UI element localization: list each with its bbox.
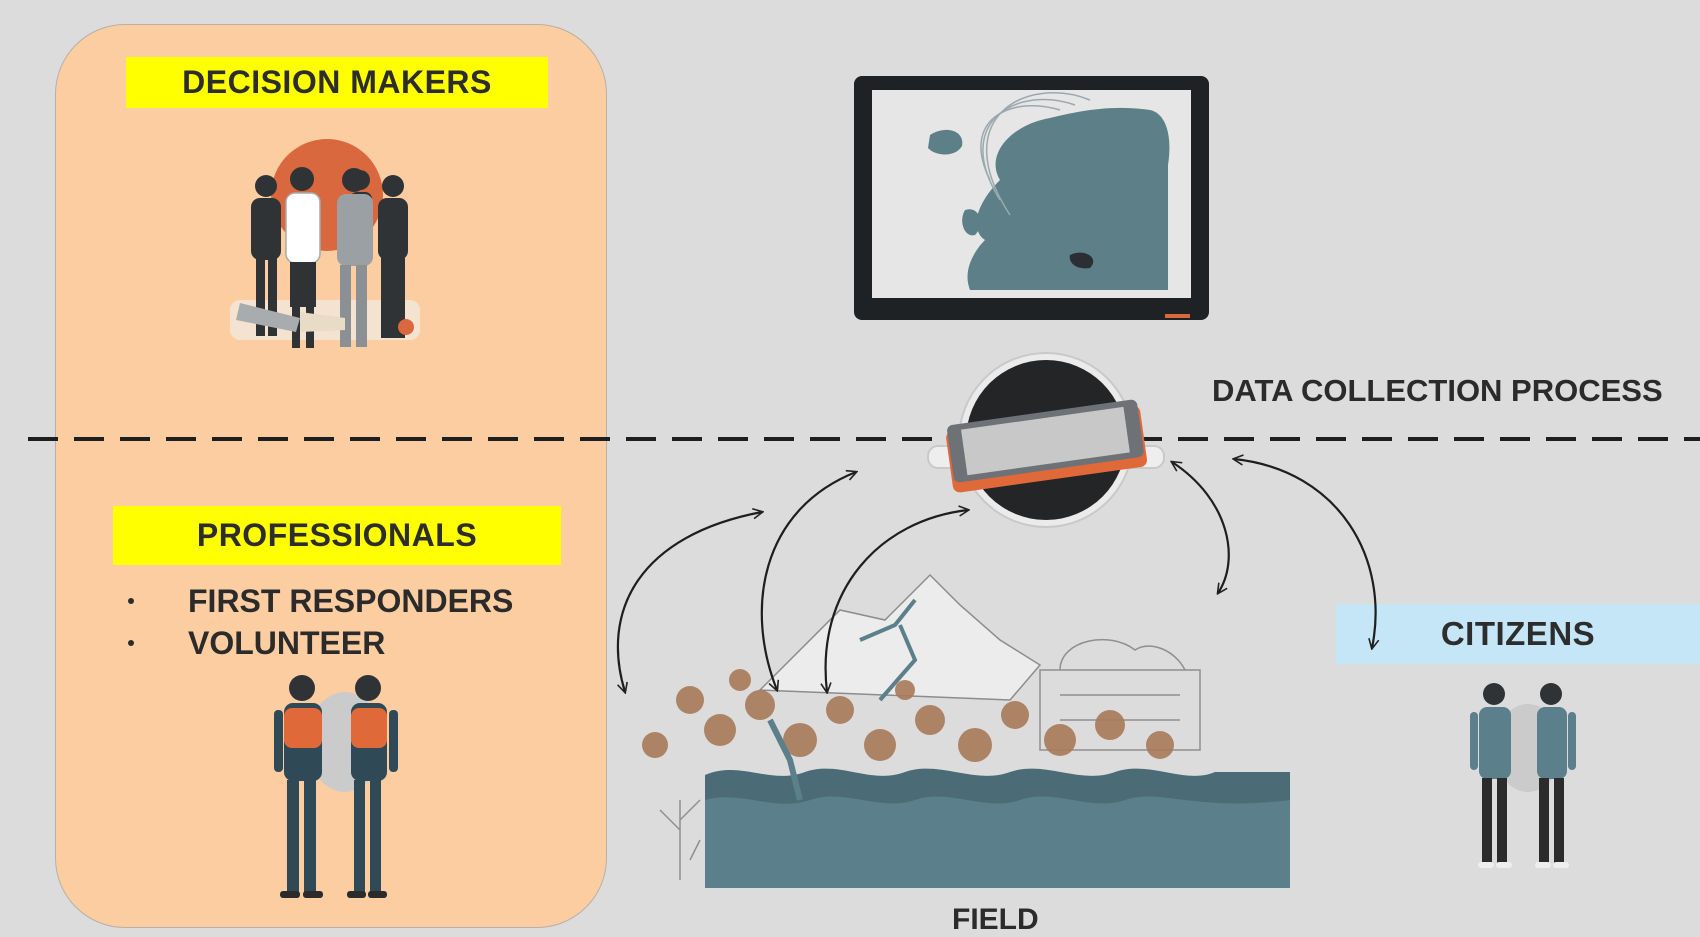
decision-makers-label: DECISION MAKERS xyxy=(126,57,548,108)
bullet-icon xyxy=(128,598,134,604)
europe-map-monitor-icon xyxy=(854,76,1209,320)
data-collection-label: DATA COLLECTION PROCESS xyxy=(1212,373,1663,408)
tablet-icon xyxy=(927,352,1165,528)
citizens-label: CITIZENS xyxy=(1336,604,1700,664)
list-item: VOLUNTEER xyxy=(128,622,513,664)
decision-makers-group-icon xyxy=(230,139,420,348)
professionals-label: PROFESSIONALS xyxy=(113,506,561,565)
professionals-list: FIRST RESPONDERS VOLUNTEER xyxy=(128,580,513,664)
arrow-field-to-tablet-3 xyxy=(826,510,968,692)
professionals-pair-icon xyxy=(274,675,398,898)
citizens-pair-icon xyxy=(1470,683,1576,868)
field-landscape-icon xyxy=(642,573,1290,888)
field-label: FIELD xyxy=(952,903,1039,936)
arrow-tablet-to-citizens xyxy=(1234,459,1376,648)
list-item: FIRST RESPONDERS xyxy=(128,580,513,622)
arrow-field-to-tablet-2 xyxy=(760,472,856,690)
list-item-label: FIRST RESPONDERS xyxy=(188,582,514,619)
list-item-label: VOLUNTEER xyxy=(188,624,386,661)
arrow-field-to-tablet-1 xyxy=(616,512,762,692)
arrow-tablet-to-field xyxy=(1172,462,1230,593)
data-flow-arrows xyxy=(616,459,1376,692)
bullet-icon xyxy=(128,640,134,646)
